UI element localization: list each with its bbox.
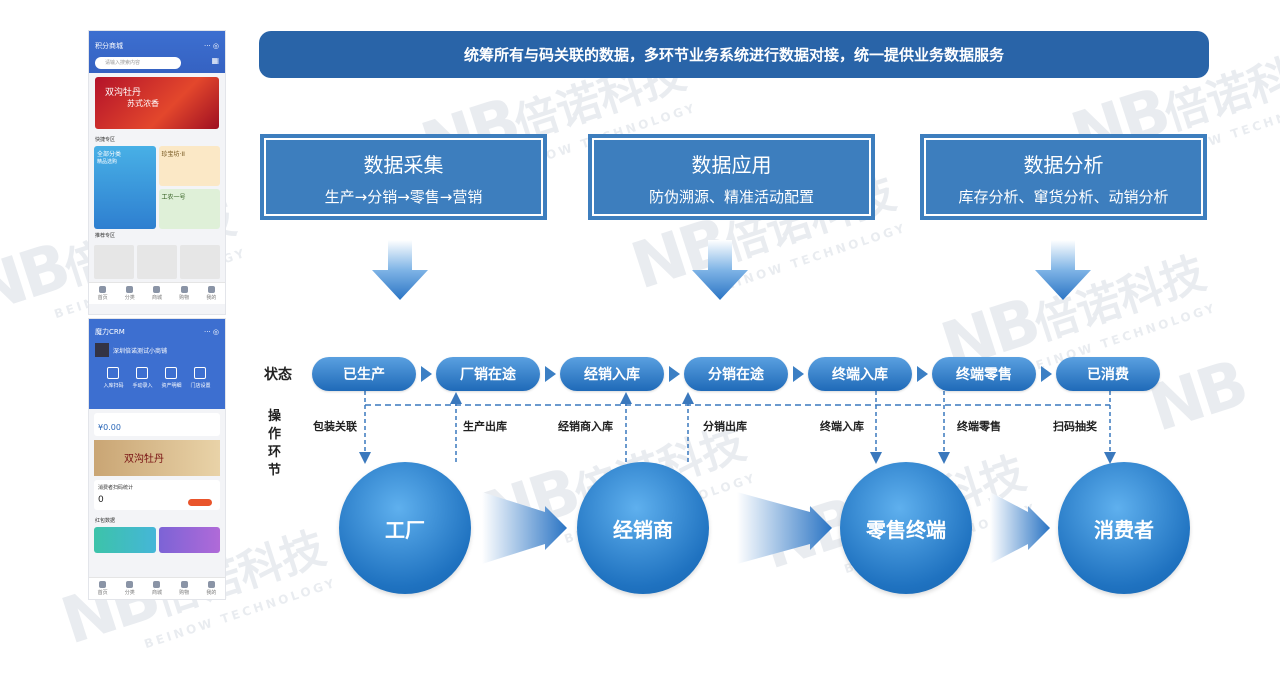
entity-dealer: 经销商 [577, 462, 709, 594]
more-icon: ··· ◎ [203, 328, 219, 336]
operation-label: 操作环节 [268, 409, 282, 478]
red-packet-cards [89, 527, 225, 553]
header-banner: 统筹所有与码关联的数据，多环节业务系统进行数据对接，统一提供业务数据服务 [259, 31, 1209, 78]
diagram-connectors [359, 240, 1116, 564]
bottom-nav: 首页 分类 商城 购物 我的 [89, 577, 225, 599]
operation-dealer-in: 经销商入库 [558, 420, 613, 433]
nav-icon [207, 581, 215, 588]
operation-terminal-retail: 终端零售 [957, 420, 1001, 433]
state-factory-transit: 厂销在途 [436, 357, 540, 391]
nav-icon [99, 581, 107, 588]
more-icon: ··· ◎ [203, 42, 219, 50]
phone-header: 积分商城 ··· ◎ 请输入搜索内容 ▦ [89, 31, 225, 73]
operation-packaging: 包装关联 [313, 420, 357, 433]
state-arrow [545, 366, 556, 382]
tile-product: 珍宝坊·II [158, 146, 220, 186]
product-list [89, 242, 225, 282]
state-arrow [669, 366, 680, 382]
entity-consumer: 消费者 [1058, 462, 1190, 594]
nav-icon [180, 581, 188, 588]
entity-retail-terminal: 零售终端 [840, 462, 972, 594]
nav-icon [207, 286, 215, 293]
state-terminal-stockin: 终端入库 [808, 357, 912, 391]
box-subtitle: 生产→分销→零售→营销 [324, 188, 483, 206]
nav-icon [99, 286, 107, 293]
state-arrow [917, 366, 928, 382]
box-data-analysis: 数据分析 库存分析、窜货分析、动销分析 [920, 134, 1207, 220]
quick-tiles: 全部分类精品选购 珍宝坊·II 工农一号 [89, 146, 225, 229]
grid-icon: ▦ [211, 55, 219, 65]
promo-banner: 双沟牡丹 苏式浓香 [95, 77, 219, 129]
nav-icon [126, 286, 134, 293]
state-produced: 已生产 [312, 357, 416, 391]
banner-line2: 苏式浓香 [127, 99, 159, 108]
tile-product: 工农一号 [158, 189, 220, 229]
phone-title: 积分商城 [95, 42, 123, 50]
search-input: 请输入搜索内容 [95, 57, 182, 69]
operation-terminal-in: 终端入库 [820, 420, 864, 433]
product-image [94, 245, 134, 279]
crm-actions: 入库扫码 手动录入 资产明细 门店设置 [95, 357, 219, 399]
state-dealer-stockin: 经销入库 [560, 357, 664, 391]
crm-banner: 双沟牡丹 [94, 440, 220, 476]
balance-card: ¥0.00 [94, 413, 220, 436]
tile-all-categories: 全部分类精品选购 [94, 146, 156, 229]
balance-value: ¥0.00 [98, 423, 121, 432]
bottom-nav: 首页 分类 商城 购物 我的 [89, 282, 225, 304]
box-subtitle: 防伪溯源、精准活动配置 [648, 188, 814, 206]
state-arrow [421, 366, 432, 382]
state-distribution-transit: 分销在途 [684, 357, 788, 391]
down-arrow [372, 240, 428, 300]
flow-arrow [990, 492, 1050, 564]
section-title: 红包数据 [95, 518, 116, 524]
asset-icon [165, 367, 178, 379]
nav-icon [126, 581, 134, 588]
box-title: 数据应用 [691, 153, 772, 177]
down-arrow [1035, 240, 1091, 300]
box-title: 数据分析 [1023, 153, 1104, 177]
product-image [137, 245, 177, 279]
banner-line1: 双沟牡丹 [105, 88, 142, 98]
phone-title: 魔力CRM [95, 328, 125, 336]
section-title: 推荐专区 [95, 233, 116, 239]
section-title: 快捷专区 [95, 137, 116, 143]
store-icon [194, 367, 207, 379]
box-subtitle: 库存分析、窜货分析、动销分析 [958, 188, 1169, 206]
product-image [180, 245, 220, 279]
down-arrow [692, 240, 748, 300]
state-terminal-retail: 终端零售 [932, 357, 1036, 391]
crm-header: 魔力CRM ··· ◎ 深圳倍诺测试小商铺 入库扫码 手动录入 资产明细 门店设置 [89, 319, 225, 409]
entity-factory: 工厂 [339, 462, 471, 594]
box-data-application: 数据应用 防伪溯源、精准活动配置 [588, 134, 875, 220]
store-name: 深圳倍诺测试小商铺 [113, 347, 168, 355]
state-arrow [1041, 366, 1052, 382]
box-data-collection: 数据采集 生产→分销→零售→营销 [260, 134, 547, 220]
state-consumed: 已消费 [1056, 357, 1160, 391]
crm-phone-screenshot: 魔力CRM ··· ◎ 深圳倍诺测试小商铺 入库扫码 手动录入 资产明细 门店设置… [88, 318, 226, 600]
flow-arrow [482, 492, 567, 564]
state-arrow [793, 366, 804, 382]
operation-factory-out: 生产出库 [463, 420, 507, 433]
box-title: 数据采集 [363, 153, 444, 177]
scan-icon [107, 367, 120, 379]
nav-icon [180, 286, 188, 293]
edit-icon [136, 367, 149, 379]
mall-phone-screenshot: 积分商城 ··· ◎ 请输入搜索内容 ▦ 双沟牡丹 苏式浓香 快捷专区 全部分类精… [88, 30, 226, 315]
nav-icon [153, 581, 161, 588]
operation-scan-lottery: 扫码抽奖 [1053, 420, 1097, 433]
flow-arrow [737, 492, 832, 564]
operation-distribution-out: 分销出库 [703, 420, 747, 433]
stats-button [188, 499, 212, 506]
store-avatar [95, 343, 109, 357]
state-label: 状态 [264, 367, 292, 383]
nav-icon [153, 286, 161, 293]
